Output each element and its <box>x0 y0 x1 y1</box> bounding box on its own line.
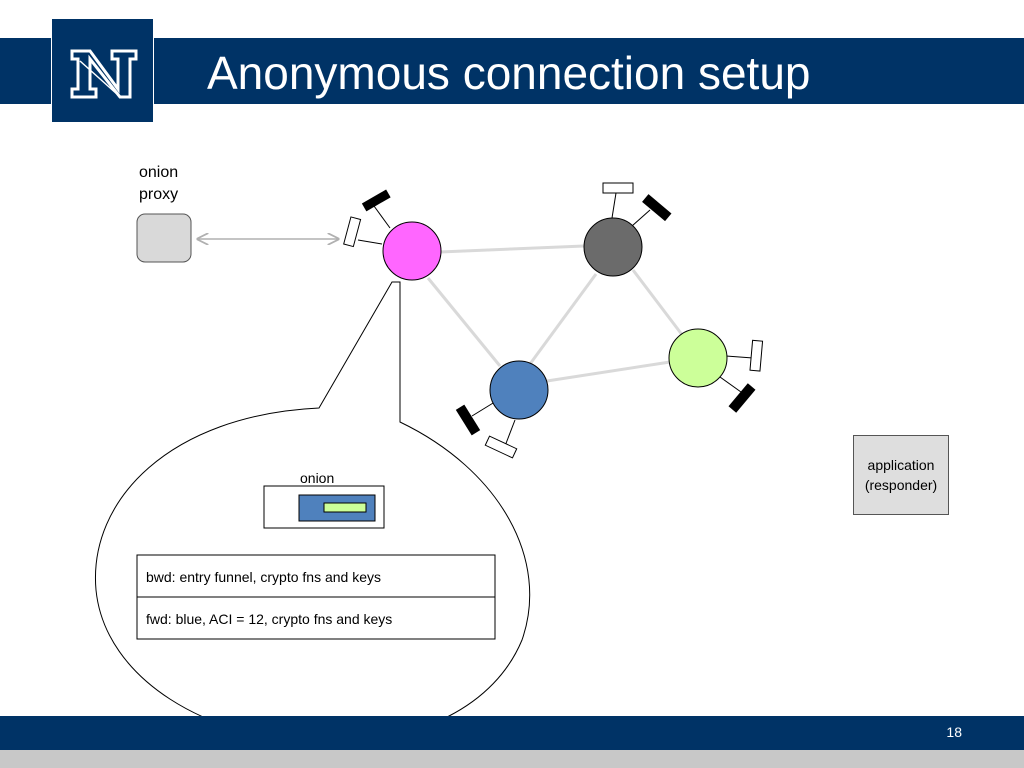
port-black <box>728 383 756 413</box>
footer-bar <box>0 716 1024 750</box>
port-black <box>361 189 391 212</box>
link-gray-green <box>631 269 685 337</box>
port-white <box>602 182 634 194</box>
header-bar <box>0 38 1024 104</box>
green-node <box>668 328 728 388</box>
port-black <box>642 194 672 222</box>
footer-gray-strip <box>0 750 1024 768</box>
port-white <box>749 339 764 372</box>
table-row-fwd: fwd: blue, ACI = 12, crypto fns and keys <box>146 611 393 627</box>
responder-label: (responder) <box>864 477 938 493</box>
port-white <box>343 216 362 248</box>
slide-title: Anonymous connection setup <box>207 47 811 99</box>
onion-inner-layer <box>323 502 367 513</box>
link-blue-green <box>546 360 671 383</box>
onion-proxy-box <box>136 213 192 263</box>
application-label: application <box>867 457 935 473</box>
onion-proxy-label-line1: onion <box>139 164 179 181</box>
university-logo <box>51 18 154 123</box>
port-black <box>455 404 481 436</box>
onion-label: onion <box>300 470 335 486</box>
link-entry-gray <box>439 244 585 254</box>
table-row-bwd: bwd: entry funnel, crypto fns and keys <box>146 569 382 585</box>
entry-node <box>382 221 442 281</box>
link-entry-blue <box>426 277 502 367</box>
middle-node <box>583 217 643 277</box>
port-white <box>484 435 518 459</box>
link-gray-blue <box>528 273 598 365</box>
blue-node <box>489 360 549 420</box>
logo-n-icon <box>70 49 138 99</box>
page-number: 18 <box>946 724 962 740</box>
onion-proxy-label-line2: proxy <box>139 186 179 203</box>
application-responder-box: application (responder) <box>853 435 949 515</box>
